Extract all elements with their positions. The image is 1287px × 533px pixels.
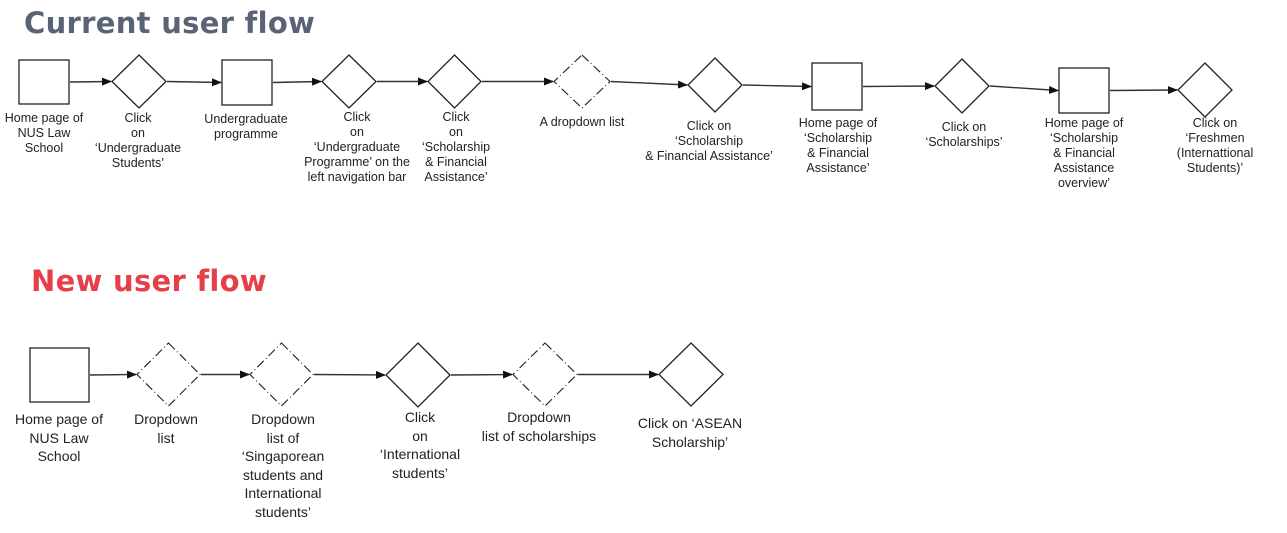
dashed-decision-diamond xyxy=(553,54,611,109)
decision-diamond xyxy=(658,342,724,407)
step-label: Click on ‘International students’ xyxy=(379,409,461,481)
dashed-decision-diamond xyxy=(136,342,201,407)
step-label: Dropdown list of scholarships xyxy=(481,409,597,444)
step-label: Dropdown list of ‘Singaporean students a… xyxy=(241,411,325,520)
flow-arrow xyxy=(313,370,386,379)
step-label: Click on ‘Scholarship & Financial Assist… xyxy=(421,110,491,184)
step-label: Click on ‘Undergraduate Programme’ on th… xyxy=(304,110,410,184)
flow-arrow xyxy=(272,77,322,86)
dashed-decision-diamond xyxy=(512,342,578,407)
flow-arrow xyxy=(69,77,112,86)
flow-arrow xyxy=(742,82,812,91)
current-flow-title: Current user flow xyxy=(24,6,316,40)
current-flow-diagram xyxy=(18,54,1233,118)
page-box xyxy=(811,62,863,111)
flow-arrow xyxy=(989,85,1059,94)
flow-arrow xyxy=(89,370,137,379)
flow-arrow xyxy=(1109,86,1178,95)
step-label: A dropdown list xyxy=(539,115,625,129)
page-box xyxy=(29,347,90,403)
flow-arrow xyxy=(610,80,688,89)
decision-diamond xyxy=(111,54,167,109)
step-label: Click on ‘Scholarships’ xyxy=(925,120,1003,149)
decision-diamond xyxy=(427,54,482,109)
new-flow-diagram xyxy=(29,342,724,408)
step-label: Home page of NUS Law School xyxy=(4,111,84,155)
step-label: Home page of ‘Scholarship & Financial As… xyxy=(1044,116,1124,190)
flow-arrow xyxy=(862,82,935,91)
new-flow-title: New user flow xyxy=(31,264,267,298)
flow-arrow xyxy=(166,78,222,87)
step-label: Click on ‘Undergraduate Students’ xyxy=(94,111,182,170)
page-box xyxy=(1058,67,1110,114)
dashed-decision-diamond xyxy=(249,342,314,407)
decision-diamond xyxy=(687,57,743,113)
step-label: Click on ‘Scholarship & Financial Assist… xyxy=(645,119,773,163)
decision-diamond xyxy=(385,342,451,408)
page-box xyxy=(18,59,70,105)
step-label: Click on ‘ASEAN Scholarship’ xyxy=(637,415,743,450)
step-label: Dropdown list xyxy=(134,411,198,446)
step-label: Home page of NUS Law School xyxy=(15,411,103,464)
flow-arrow xyxy=(450,370,513,379)
decision-diamond xyxy=(1177,62,1233,118)
step-label: Home page of ‘Scholarship & Financial As… xyxy=(798,116,878,175)
step-label: Undergraduate programme xyxy=(204,112,288,141)
step-label: Click on ‘Freshmen (Internattional Stude… xyxy=(1176,116,1254,175)
decision-diamond xyxy=(321,54,377,109)
decision-diamond xyxy=(934,58,990,114)
page-box xyxy=(221,59,273,106)
